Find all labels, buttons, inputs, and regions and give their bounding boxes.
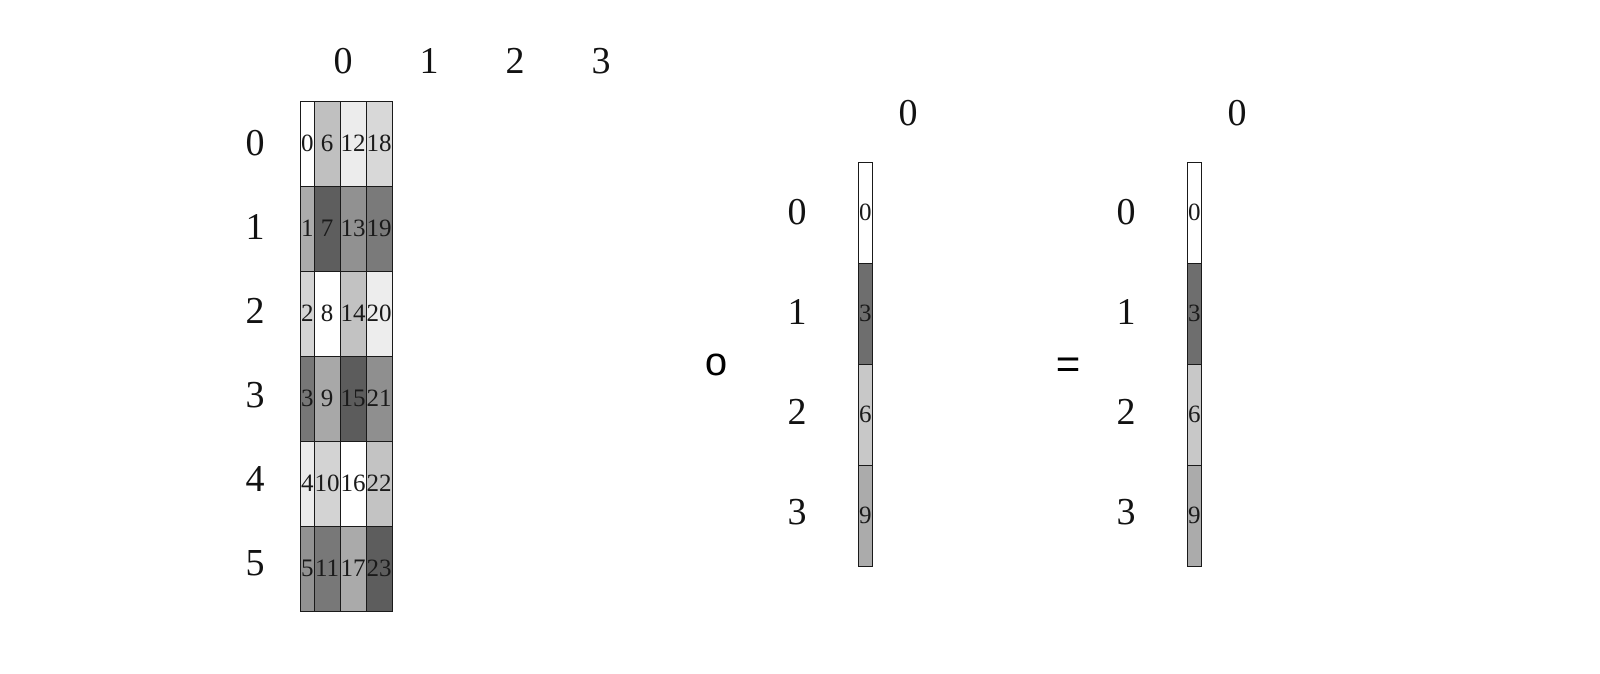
matrix-a-cell-r4-c2: 16 [339, 441, 367, 527]
matrix-a-row-header-5: 5 [245, 542, 265, 584]
vector-b-cell-r2-c0: 6 [858, 364, 873, 466]
matrix-a-col-header-2: 2 [505, 40, 525, 82]
matrix-a-cell-r4-c0: 4 [300, 441, 315, 527]
matrix-a-col-header-1: 1 [419, 40, 439, 82]
table-row: 6 [1187, 364, 1202, 466]
vector-b-row-header-0: 0 [787, 191, 807, 233]
hadamard-operator-symbol: o [704, 340, 728, 384]
matrix-a-row-header-2: 2 [245, 290, 265, 332]
matrix-a-cell-r5-c0: 5 [300, 526, 315, 612]
matrix-a-cell-r1-c1: 7 [313, 186, 341, 272]
vector-c-row-header-0: 0 [1116, 191, 1136, 233]
matrix-a-cell-r3-c2: 15 [339, 356, 367, 442]
matrix-a-cell-r5-c3: 23 [365, 526, 393, 612]
matrix-a-cell-r3-c3: 21 [365, 356, 393, 442]
matrix-a-cell-r0-c3: 18 [365, 101, 393, 187]
vector-c-row-header-3: 3 [1116, 491, 1136, 533]
matrix-a-row-header-0: 0 [245, 122, 265, 164]
matrix-a-row-header-1: 1 [245, 206, 265, 248]
vector-b-row-header-2: 2 [787, 391, 807, 433]
matrix-a-cell-r2-c0: 2 [300, 271, 315, 357]
matrix-a-cell-r0-c2: 12 [339, 101, 367, 187]
vector-b-col-header-0: 0 [898, 92, 918, 134]
vector-b-cell-r3-c0: 9 [858, 465, 873, 567]
table-row: 3 [858, 263, 873, 365]
vector-c-row-header-2: 2 [1116, 391, 1136, 433]
vector-b-row-header-3: 3 [787, 491, 807, 533]
matrix-a-cell-r3-c0: 3 [300, 356, 315, 442]
vector-c-cell-r0-c0: 0 [1187, 162, 1202, 264]
vector-c-cell-r1-c0: 3 [1187, 263, 1202, 365]
vector-c-row-header-1: 1 [1116, 291, 1136, 333]
table-row: 3 [1187, 263, 1202, 365]
matrix-a-cell-r4-c1: 10 [313, 441, 341, 527]
matrix-a-cell-r1-c2: 13 [339, 186, 367, 272]
equals-operator-symbol: = [1055, 340, 1081, 387]
matrix-a-row-header-3: 3 [245, 374, 265, 416]
matrix-a-cell-r2-c2: 14 [339, 271, 367, 357]
matrix-a-cell-r0-c0: 0 [300, 101, 315, 187]
table-row: 0 [1187, 162, 1202, 264]
vector-b-row-header-1: 1 [787, 291, 807, 333]
matrix-a-cell-r5-c2: 17 [339, 526, 367, 612]
matrix-a-col-header-3: 3 [591, 40, 611, 82]
vector-c-cell-r3-c0: 9 [1187, 465, 1202, 567]
table-row: 9 [858, 465, 873, 567]
table-row: 0 [858, 162, 873, 264]
matrix-a-cell-r4-c3: 22 [365, 441, 393, 527]
matrix-a-cell-r3-c1: 9 [313, 356, 341, 442]
matrix-a-cell-r5-c1: 11 [313, 526, 341, 612]
matrix-a-col-header-0: 0 [333, 40, 353, 82]
table-row: 6 [858, 364, 873, 466]
table-row: 9 [1187, 465, 1202, 567]
vector-c-cell-r2-c0: 6 [1187, 364, 1202, 466]
vector-b-cell-r1-c0: 3 [858, 263, 873, 365]
vector-b-cell-r0-c0: 0 [858, 162, 873, 264]
matrix-a-cell-r0-c1: 6 [313, 101, 341, 187]
matrix-a-cell-r2-c3: 20 [365, 271, 393, 357]
matrix-a-cell-r1-c3: 19 [365, 186, 393, 272]
matrix-a-cell-r2-c1: 8 [313, 271, 341, 357]
vector-c-col-header-0: 0 [1227, 92, 1247, 134]
matrix-a-cell-r1-c0: 1 [300, 186, 315, 272]
matrix-a-row-header-4: 4 [245, 458, 265, 500]
